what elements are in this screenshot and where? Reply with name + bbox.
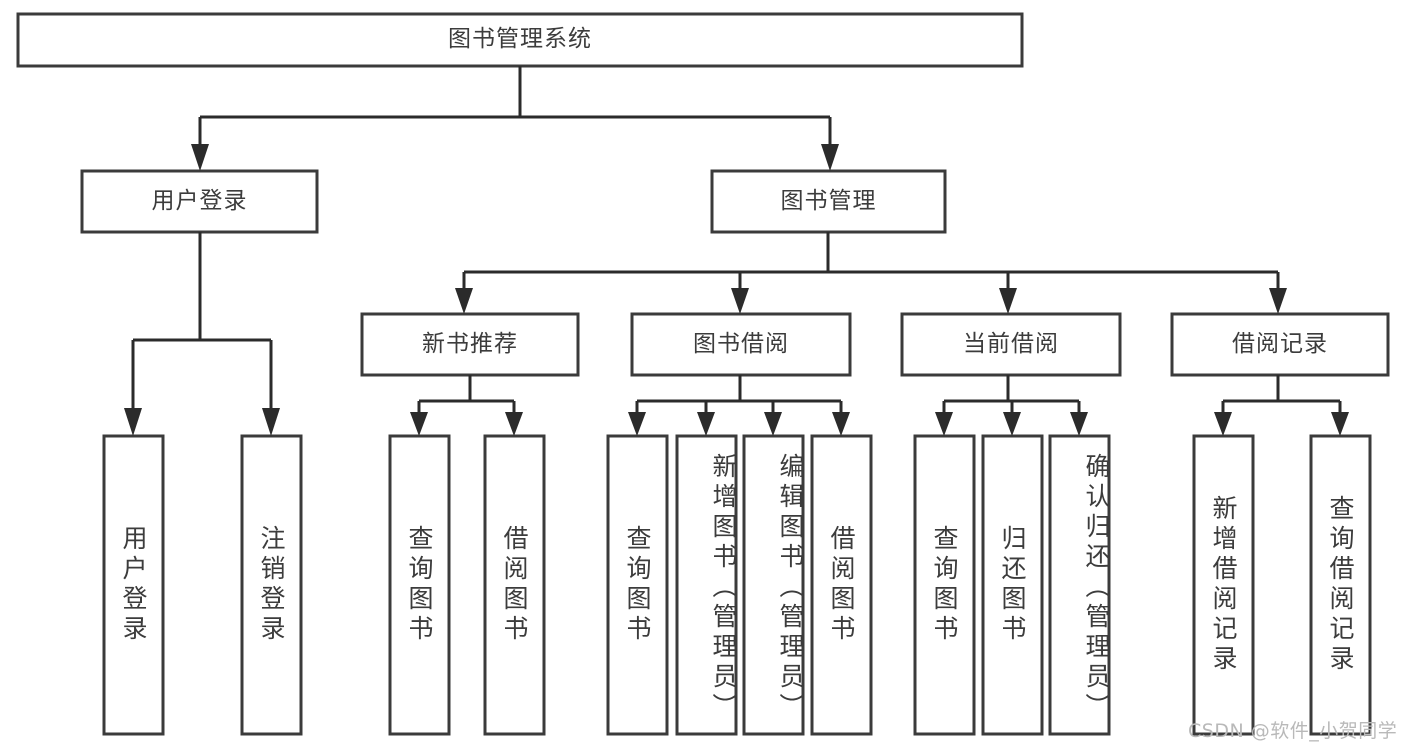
node-leaf-add-book-admin[interactable]: [675, 434, 738, 736]
arrow-head-icon: [1070, 412, 1088, 436]
node-book-management[interactable]: [710, 169, 947, 234]
csdn-watermark: CSDN @软件_小贺同学: [1188, 720, 1398, 742]
arrow-head-icon: [999, 288, 1017, 314]
node-user-login[interactable]: [80, 169, 319, 234]
node-new-book-recommend[interactable]: [360, 312, 580, 377]
arrow-head-icon: [832, 412, 850, 436]
arrow-head-icon: [1269, 288, 1287, 314]
arrow-head-icon: [410, 412, 428, 436]
node-leaf-borrow-book[interactable]: [810, 434, 873, 736]
arrow-head-icon: [505, 412, 523, 436]
node-current-borrow[interactable]: [900, 312, 1122, 377]
arrow-head-icon: [764, 412, 782, 436]
connector-book-borrow-to-leaves: [628, 375, 850, 436]
arrow-head-icon: [731, 288, 749, 314]
node-leaf-add-borrow-record[interactable]: [1192, 434, 1255, 736]
arrow-head-icon: [1331, 412, 1349, 436]
node-leaf-query-book-recommend[interactable]: [388, 434, 451, 736]
node-leaf-query-borrow-record[interactable]: [1309, 434, 1372, 736]
node-leaf-query-book-current[interactable]: [913, 434, 976, 736]
arrow-head-icon: [935, 412, 953, 436]
node-leaf-borrow-book-recommend[interactable]: [483, 434, 546, 736]
node-leaf-logout[interactable]: [240, 434, 303, 736]
node-root-book-management-system[interactable]: [16, 12, 1024, 68]
arrow-head-icon: [191, 144, 209, 171]
connector-root-to-level1: [191, 66, 839, 171]
node-leaf-edit-book-admin[interactable]: [742, 434, 805, 736]
connector-book-management-to-level2: [455, 232, 1287, 314]
arrow-head-icon: [455, 288, 473, 314]
arrow-head-icon: [124, 408, 142, 436]
connector-borrow-record-to-leaves: [1214, 375, 1349, 436]
connector-new-book-recommend-to-leaves: [410, 375, 523, 436]
arrow-head-icon: [697, 412, 715, 436]
arrow-head-icon: [262, 408, 280, 436]
node-borrow-record[interactable]: [1170, 312, 1390, 377]
node-leaf-query-book-borrow[interactable]: [606, 434, 669, 736]
connector-current-borrow-to-leaves: [935, 375, 1088, 436]
node-leaf-user-login[interactable]: [102, 434, 165, 736]
connector-user-login-to-leaves: [124, 232, 280, 436]
node-leaf-confirm-return-admin[interactable]: [1048, 434, 1111, 736]
arrow-head-icon: [1003, 412, 1021, 436]
node-book-borrow[interactable]: [630, 312, 852, 377]
arrow-head-icon: [1214, 412, 1232, 436]
arrow-head-icon: [628, 412, 646, 436]
arrow-head-icon: [821, 144, 839, 171]
node-leaf-return-book[interactable]: [981, 434, 1044, 736]
